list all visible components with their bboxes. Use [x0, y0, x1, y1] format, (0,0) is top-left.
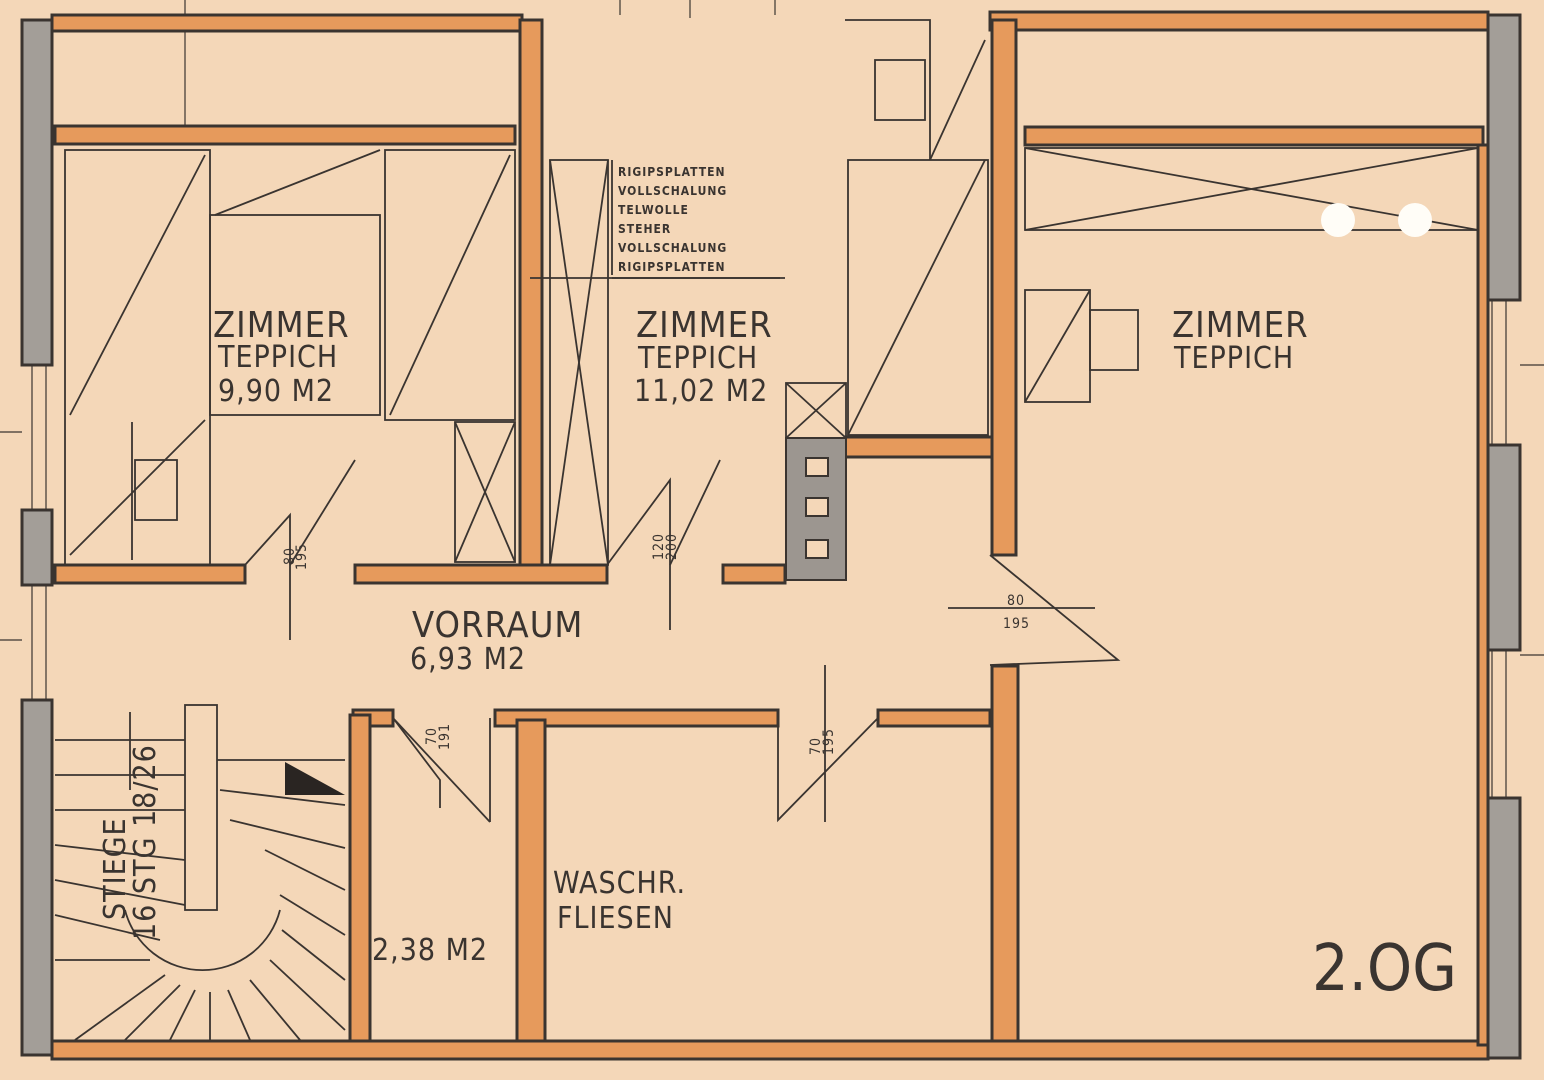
wall-bath-left [515, 718, 547, 1047]
exterior-wall-left-lower [20, 698, 54, 1057]
room-mid-floor: TEPPICH [637, 341, 758, 376]
hall-area: 6,93 M2 [410, 642, 526, 677]
stairs-name: STIEGE [98, 817, 133, 920]
door-5-width: 70 [808, 737, 824, 755]
room-mid-label: ZIMMER TEPPICH 11,02 M2 [634, 305, 773, 409]
window-right-1 [1491, 299, 1507, 446]
floor-label: 2.OG [1312, 932, 1457, 1006]
exterior-walls [20, 13, 1522, 1060]
wall-layer-1: RIGIPSPLATTEN [618, 165, 726, 179]
door-3-width: 80 [1007, 593, 1025, 609]
bath-floor: FLIESEN [557, 901, 674, 936]
interior-walls [50, 10, 1490, 1061]
wall-vertical-a [518, 18, 544, 577]
window-left-2 [31, 584, 47, 701]
staircase [54, 704, 346, 1041]
wall-left-room-bottom-2 [353, 563, 609, 585]
exterior-wall-right-mid [1486, 443, 1522, 652]
bath-label: WASCHR. FLIESEN [553, 866, 686, 936]
door-4-width: 70 [424, 727, 440, 745]
hall-name: VORRAUM [412, 605, 583, 646]
wc-area: 2,38 M2 [372, 933, 488, 968]
wall-layer-2: VOLLSCHALUNG [618, 184, 727, 198]
room-left-label: ZIMMER TEPPICH 9,90 M2 [213, 305, 350, 409]
exterior-wall-left-mid [20, 508, 54, 587]
wall-buildup-note: RIGIPSPLATTEN VOLLSCHALUNG TELWOLLE STEH… [611, 160, 780, 279]
wall-right-inner [1476, 143, 1490, 1047]
wall-top-right [988, 10, 1490, 32]
wall-top-left [50, 13, 524, 33]
wall-right-lower-top [876, 708, 992, 728]
wall-layer-4: STEHER [618, 222, 671, 236]
bath-name: WASCHR. [553, 866, 686, 901]
door-3-height: 195 [1003, 616, 1030, 632]
wall-right-lower [990, 664, 1020, 1048]
room-right-label: ZIMMER TEPPICH [1172, 305, 1309, 376]
exterior-wall-left-upper [20, 18, 54, 367]
wall-closet [843, 435, 994, 459]
door-swings [244, 459, 1121, 823]
hall-label: VORRAUM 6,93 M2 [410, 605, 583, 677]
exterior-wall-right-upper [1486, 13, 1522, 302]
wall-bath-top [493, 708, 780, 728]
wall-vertical-b [990, 18, 1018, 557]
wall-layer-6: RIGIPSPLATTEN [618, 260, 726, 274]
wall-room-left-top [53, 124, 517, 146]
window-right-2 [1491, 649, 1507, 799]
stairs-label: STIEGE 16 STG 18/26 [98, 744, 163, 940]
exterior-wall-right-lower [1486, 796, 1522, 1060]
wall-layer-5: VOLLSCHALUNG [618, 241, 727, 255]
wall-wc-left [348, 713, 372, 1047]
room-mid-name: ZIMMER [636, 305, 773, 346]
door-4-height: 191 [437, 723, 453, 750]
room-right-floor: TEPPICH [1173, 341, 1294, 376]
wall-mid-room-bottom [721, 563, 787, 585]
wall-layer-3: TELWOLLE [618, 203, 689, 217]
wall-left-room-bottom-1 [53, 563, 247, 585]
door-1-height: 195 [294, 543, 310, 570]
door-2-width: 120 [651, 533, 667, 560]
door-labels: 80 195 120 200 80 195 70 191 70 195 [282, 533, 1030, 755]
window-left-1 [31, 364, 47, 511]
door-1-width: 80 [282, 547, 298, 565]
wall-room-right-top [1023, 125, 1485, 147]
room-right-name: ZIMMER [1172, 305, 1309, 346]
door-2-height: 200 [664, 533, 680, 560]
wall-bottom [50, 1039, 1490, 1061]
furniture [64, 19, 1479, 581]
room-left-area: 9,90 M2 [218, 374, 334, 409]
door-5-height: 195 [821, 728, 837, 755]
room-mid-area: 11,02 M2 [634, 374, 768, 409]
room-left-name: ZIMMER [213, 305, 350, 346]
stairs-spec: 16 STG 18/26 [128, 744, 163, 940]
arrow-icon [285, 762, 345, 795]
room-left-floor: TEPPICH [217, 340, 338, 375]
